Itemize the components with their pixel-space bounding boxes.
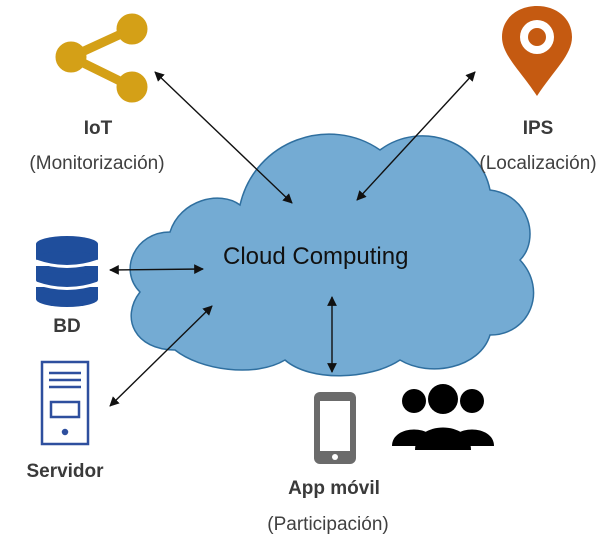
users-group-icon [392,384,494,450]
iot-title: IoT [83,118,113,139]
smartphone-icon [314,392,356,464]
arrow-ips [356,71,476,201]
app-title: App móvil [288,478,380,499]
connector-arrows [109,71,476,407]
server-icon [40,360,90,446]
ips-subtitle: (Localización) [479,153,597,174]
arrow-bd [109,264,204,275]
arrow-servidor [109,305,213,407]
cloud-label: Cloud Computing [223,243,409,270]
database-icon [35,236,99,307]
iot-subtitle: (Monitorización) [29,153,165,174]
servidor-title: Servidor [26,461,104,482]
ips-title: IPS [522,118,554,139]
arrow-iot [154,71,293,204]
share-icon [55,13,148,103]
app-subtitle: (Participación) [267,514,389,535]
location-pin-icon [502,6,572,96]
bd-title: BD [53,316,81,337]
